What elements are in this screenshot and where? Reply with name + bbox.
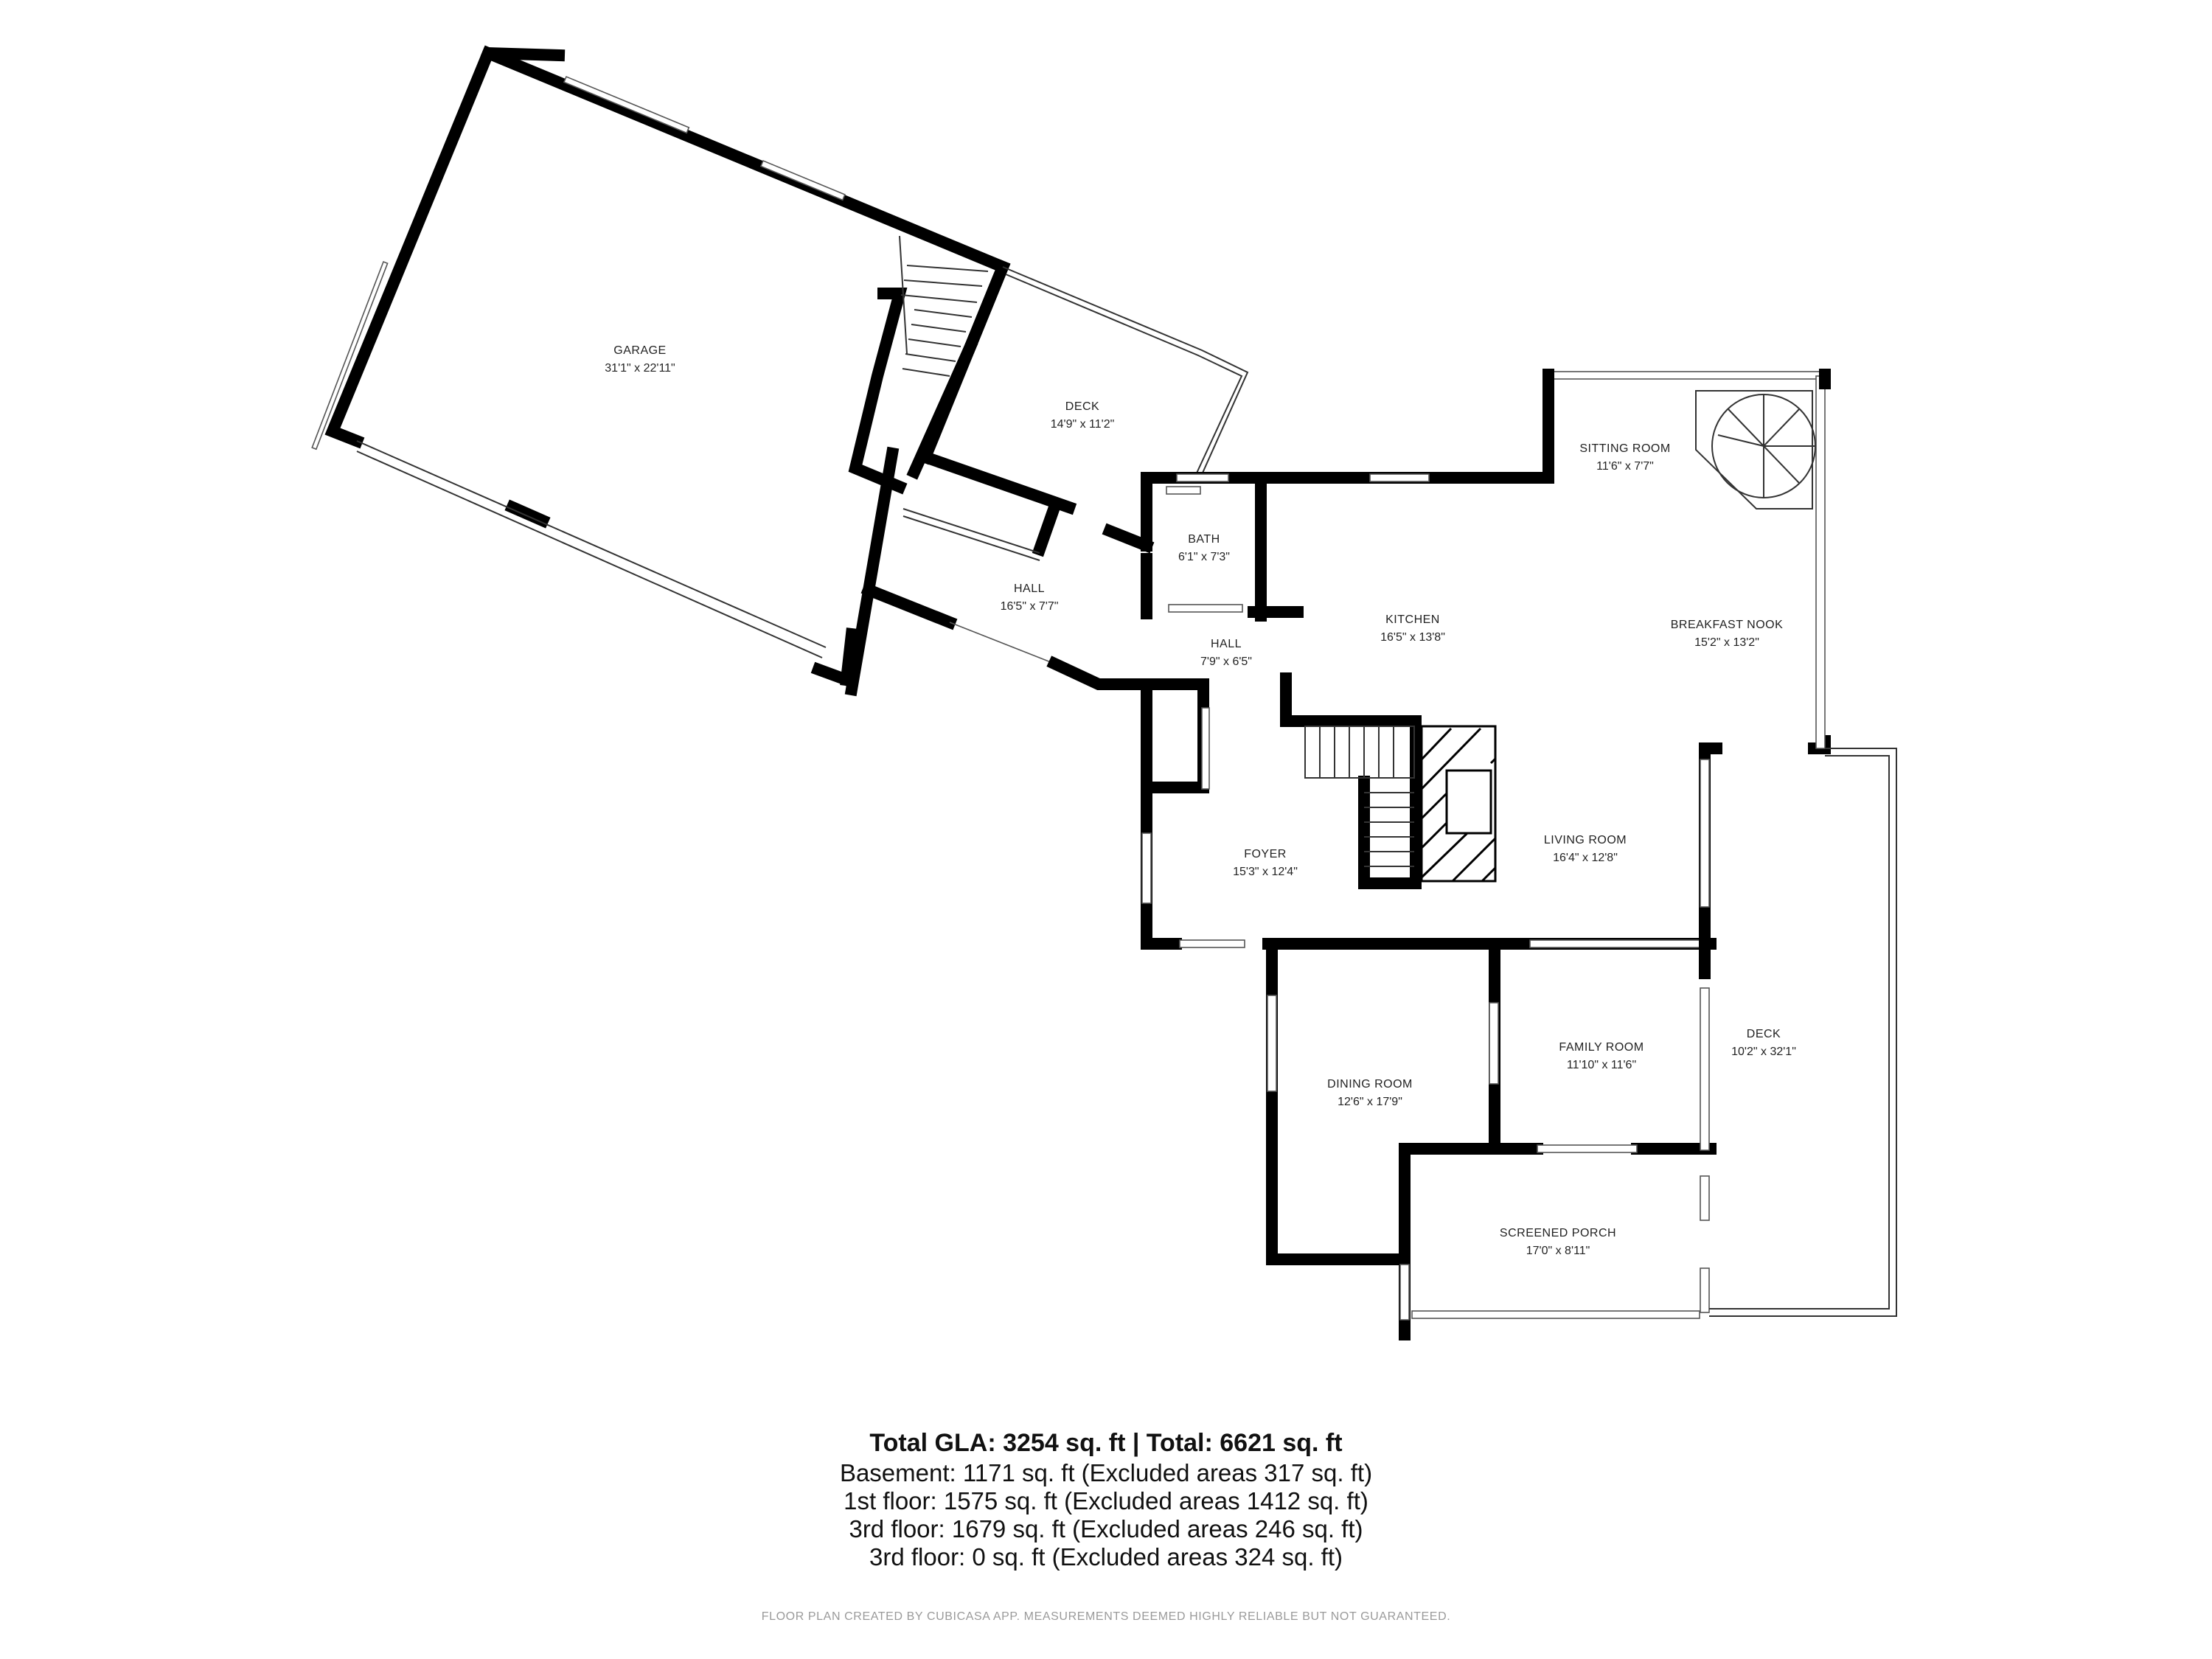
total-area: Total GLA: 3254 sq. ft | Total: 6621 sq.… bbox=[869, 1429, 1343, 1457]
foyer-label: FOYER bbox=[1244, 848, 1287, 860]
deck-right-label: DECK bbox=[1747, 1028, 1781, 1040]
kitchen-windows bbox=[1176, 473, 1430, 482]
hall-center-dim: 7'9" x 6'5" bbox=[1200, 655, 1252, 668]
deck-upper-label: DECK bbox=[1065, 400, 1099, 413]
breakfast-nook-label: BREAKFAST NOOK bbox=[1671, 619, 1784, 631]
spiral-stair bbox=[1695, 390, 1816, 509]
kitchen-label: KITCHEN bbox=[1385, 613, 1440, 626]
dining-room-label: DINING ROOM bbox=[1327, 1078, 1413, 1091]
foyer-windows bbox=[1141, 707, 1245, 948]
dining-room-dim: 12'6" x 17'9" bbox=[1338, 1096, 1402, 1108]
garage-openings bbox=[311, 75, 846, 658]
garage-walls bbox=[324, 45, 1011, 697]
third-floor-area-2: 3rd floor: 0 sq. ft (Excluded areas 324 … bbox=[869, 1543, 1343, 1571]
lower-windows bbox=[1267, 987, 1710, 1321]
screened-porch-label: SCREENED PORCH bbox=[1500, 1227, 1616, 1239]
bath-dim: 6'1" x 7'3" bbox=[1178, 551, 1230, 563]
breakfast-nook-dim: 15'2" x 13'2" bbox=[1694, 636, 1759, 649]
room-labels: GARAGE 31'1" x 22'11" DECK 14'9" x 11'2"… bbox=[605, 344, 1796, 1257]
third-floor-area: 3rd floor: 1679 sq. ft (Excluded areas 2… bbox=[849, 1515, 1363, 1543]
living-room-label: LIVING ROOM bbox=[1544, 834, 1627, 846]
family-room-dim: 11'10" x 11'6" bbox=[1567, 1059, 1636, 1071]
bath-label: BATH bbox=[1188, 533, 1220, 546]
bath-fixtures bbox=[1166, 486, 1304, 618]
living-windows bbox=[1529, 759, 1710, 948]
fireplace bbox=[1420, 725, 1497, 883]
hall-left-label: HALL bbox=[1014, 582, 1045, 595]
disclaimer: FLOOR PLAN CREATED BY CUBICASA APP. MEAS… bbox=[761, 1610, 1451, 1623]
sitting-room-label: SITTING ROOM bbox=[1579, 442, 1670, 455]
family-room-label: FAMILY ROOM bbox=[1559, 1041, 1644, 1054]
basement-area: Basement: 1171 sq. ft (Excluded areas 31… bbox=[839, 1459, 1373, 1486]
deck-right-dim: 10'2" x 32'1" bbox=[1731, 1046, 1796, 1058]
first-floor-area: 1st floor: 1575 sq. ft (Excluded areas 1… bbox=[844, 1487, 1368, 1514]
garage-label: GARAGE bbox=[613, 344, 666, 357]
garage-dim: 31'1" x 22'11" bbox=[605, 362, 675, 375]
hall-left-dim: 16'5" x 7'7" bbox=[1001, 600, 1059, 613]
foyer-dim: 15'3" x 12'4" bbox=[1233, 866, 1298, 878]
deck-upper-dim: 14'9" x 11'2" bbox=[1051, 418, 1115, 431]
area-summary: Total GLA: 3254 sq. ft | Total: 6621 sq.… bbox=[0, 1427, 2212, 1571]
sitting-room-dim: 11'6" x 7'7" bbox=[1596, 460, 1654, 473]
sitting-room-glass bbox=[1543, 369, 1831, 749]
kitchen-dim: 16'5" x 13'8" bbox=[1380, 631, 1445, 644]
deck-right bbox=[1709, 748, 1897, 1317]
upper-deck bbox=[917, 266, 1249, 557]
living-room-dim: 16'4" x 12'8" bbox=[1553, 852, 1618, 864]
screened-porch-dim: 17'0" x 8'11" bbox=[1526, 1245, 1590, 1257]
center-stair bbox=[1304, 715, 1422, 889]
garage-stair bbox=[848, 235, 1011, 495]
hall-center-label: HALL bbox=[1211, 638, 1242, 650]
hall-left-walls bbox=[860, 508, 1152, 690]
